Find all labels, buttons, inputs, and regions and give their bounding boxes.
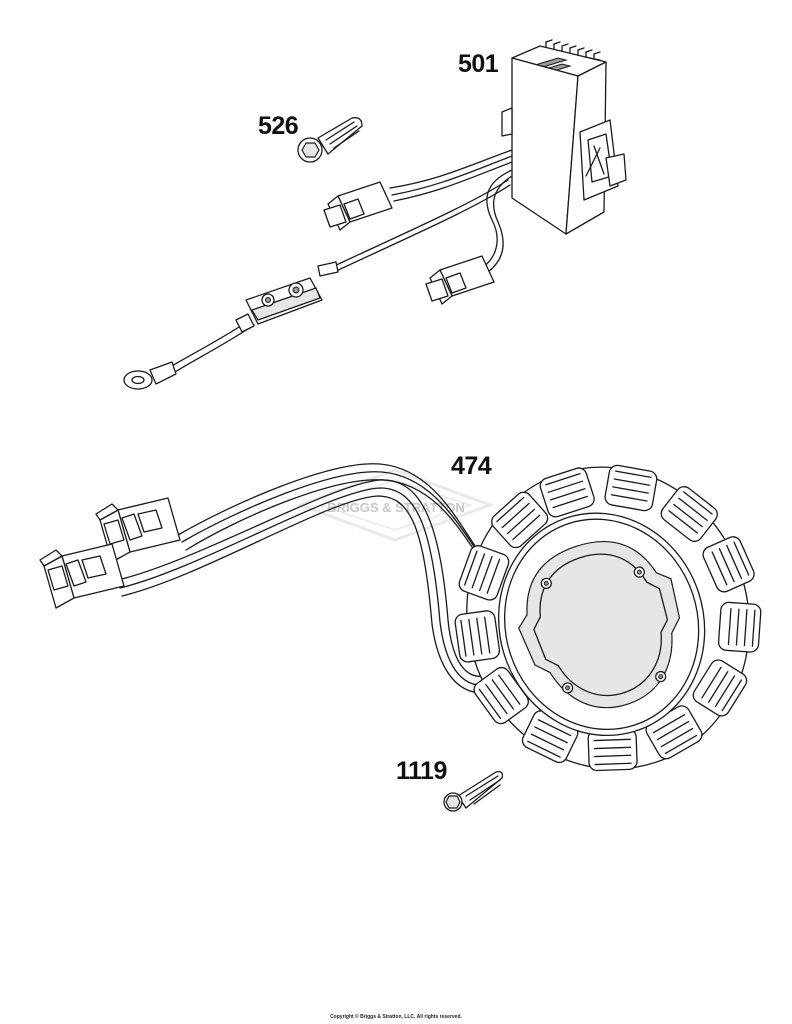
brand-watermark bbox=[295, 468, 495, 542]
callout-501: 501 bbox=[458, 50, 499, 78]
stator-plug-lower bbox=[39, 543, 125, 609]
voltage-regulator bbox=[501, 39, 627, 235]
callout-526: 526 bbox=[258, 112, 299, 140]
stator-coils bbox=[454, 464, 762, 772]
regulator-harness bbox=[123, 149, 513, 390]
stator-plug-upper bbox=[95, 497, 181, 563]
watermark-text: BRIGGS & STRATTON bbox=[327, 500, 464, 515]
callout-474: 474 bbox=[451, 452, 492, 480]
alternator-stator bbox=[454, 464, 762, 772]
regulator-screw bbox=[297, 117, 363, 163]
callout-1119: 1119 bbox=[396, 757, 447, 785]
copyright-notice: Copyright © Briggs & Stratton, LLC. All … bbox=[330, 1014, 462, 1020]
stator-harness bbox=[39, 463, 519, 694]
stator-screw bbox=[443, 770, 504, 812]
